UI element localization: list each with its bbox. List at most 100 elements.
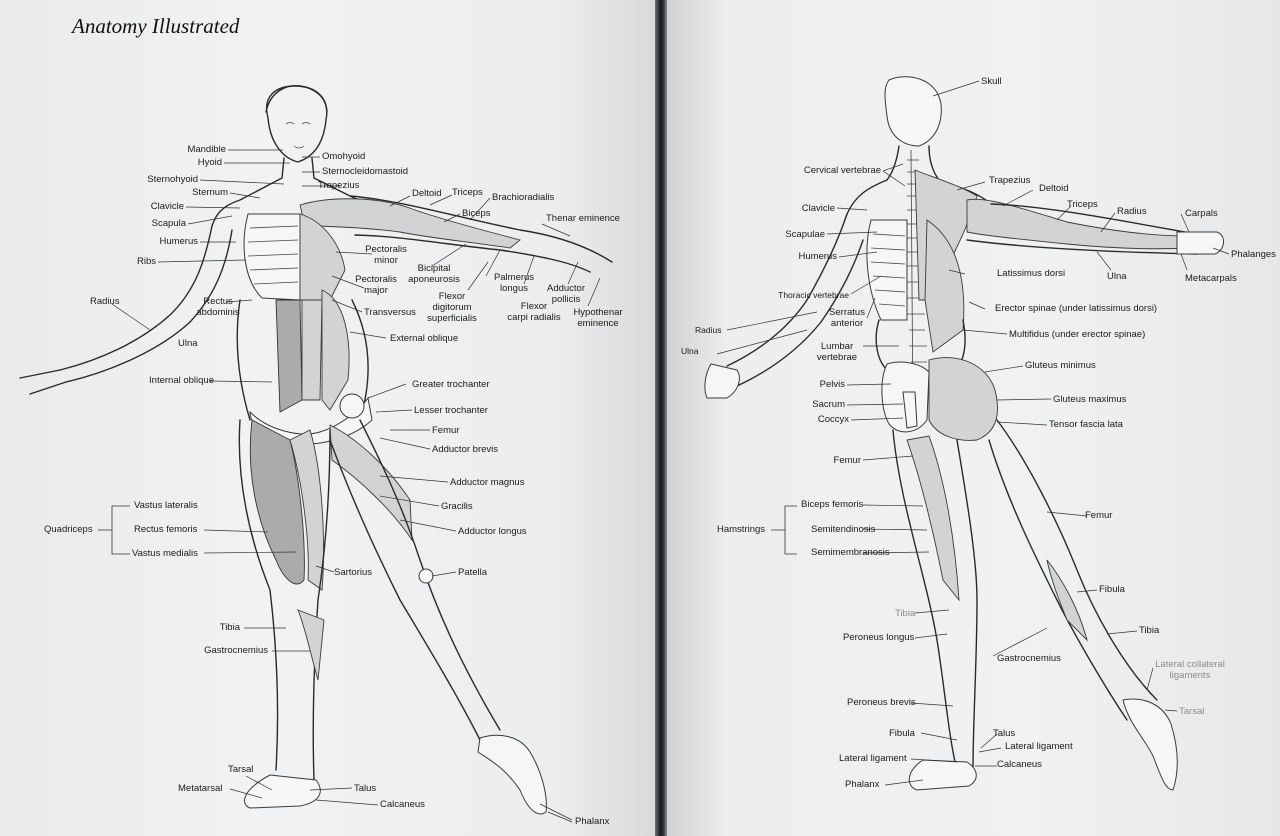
book-gutter (655, 0, 667, 836)
label-pelvis: Pelvis (819, 379, 845, 390)
label-fibula-back-2: Fibula (889, 728, 915, 739)
label-pectoralis-major-1: Pectoralis (355, 274, 397, 285)
label-semimembranosis: Semimembranosis (811, 547, 890, 558)
label-gastrocnemius-back: Gastrocnemius (997, 653, 1061, 664)
label-lumbar-2: vertebrae (816, 352, 858, 363)
label-humerus: Humerus (159, 236, 198, 247)
label-cervical-vertebrae: Cervical vertebrae (803, 165, 881, 176)
label-biceps: Biceps (462, 208, 491, 219)
label-rectus-femoris: Rectus femoris (134, 524, 198, 535)
label-internal-oblique: Internal oblique (149, 375, 214, 386)
label-tensor-fascia-lata: Tensor fascia lata (1049, 419, 1123, 430)
label-sacrum: Sacrum (812, 399, 845, 410)
label-tibia-back: Tibia (895, 608, 916, 619)
label-radius-back-2: Radius (695, 325, 722, 335)
label-phalanges: Phalanges (1231, 249, 1276, 260)
label-scapulae: Scapulae (785, 229, 825, 240)
label-clavicle: Clavicle (150, 201, 184, 212)
label-sartorius: Sartorius (334, 567, 373, 578)
label-scapula: Scapula (151, 218, 186, 229)
label-carpals: Carpals (1185, 208, 1218, 219)
label-erector-spinae: Erector spinae (under latissimus dorsi) (995, 303, 1158, 314)
label-bicipital: Bicipital (417, 263, 451, 274)
label-deltoid: Deltoid (412, 188, 442, 199)
label-vastus-lateralis: Vastus lateralis (134, 500, 198, 511)
label-aponeurosis: aponeurosis (408, 274, 460, 285)
label-talus: Talus (354, 783, 377, 794)
label-phalanx-back: Phalanx (845, 779, 880, 790)
right-page: Skull Cervical vertebrae Trapezius Delto… (667, 0, 1280, 836)
label-adductor-pollicis-2: pollicis (551, 294, 581, 305)
label-pectoralis-major-2: major (364, 285, 388, 296)
label-gracilis: Gracilis (441, 501, 473, 512)
label-femur-back-2: Femur (1085, 510, 1113, 521)
label-deltoid-back: Deltoid (1039, 183, 1069, 194)
label-rectus-abdominis-2: abdominis (196, 307, 240, 318)
label-biceps-femoris: Biceps femoris (801, 499, 864, 510)
label-gluteus-minimus: Gluteus minimus (1025, 360, 1096, 371)
label-lumbar-1: Lumbar (820, 341, 854, 352)
label-greater-trochanter: Greater trochanter (412, 379, 490, 390)
label-ulna-back: Ulna (1107, 271, 1127, 282)
label-lateral-ligament-1: Lateral ligament (839, 753, 907, 764)
label-clavicle-back: Clavicle (801, 203, 835, 214)
label-gluteus-maximus: Gluteus maximus (1053, 394, 1127, 405)
label-multifidus: Multifidus (under erector spinae) (1009, 329, 1146, 340)
label-humerus-back: Humerus (798, 251, 837, 262)
label-hyoid: Hyoid (197, 157, 222, 168)
label-fibula-back: Fibula (1099, 584, 1125, 595)
label-rectus-abdominis-1: Rectus (203, 296, 233, 307)
label-omohyoid: Omohyoid (322, 151, 366, 162)
label-ulna-back-2: Ulna (681, 346, 699, 356)
label-external-oblique: External oblique (390, 333, 459, 344)
label-radius-back: Radius (1117, 206, 1147, 217)
label-thenar-eminence: Thenar eminence (546, 213, 620, 224)
label-pectoralis-minor-1: Pectoralis (365, 244, 407, 255)
label-latissimus-dorsi: Latissimus dorsi (997, 268, 1066, 279)
label-radius: Radius (90, 296, 120, 307)
label-flexor-carpi-1: Flexor (520, 301, 548, 312)
label-calcaneus: Calcaneus (380, 799, 425, 810)
label-metacarpals: Metacarpals (1185, 273, 1237, 284)
label-talus-back: Talus (993, 728, 1016, 739)
label-mandible: Mandible (187, 144, 226, 155)
label-triceps: Triceps (452, 187, 483, 198)
label-ulna: Ulna (178, 338, 198, 349)
label-trapezius-back: Trapezius (989, 175, 1031, 186)
label-sternum: Sternum (192, 187, 228, 198)
front-figure-illustration (19, 85, 613, 823)
label-flexor-digitorum-2: digitorum (432, 302, 472, 313)
label-gastrocnemius: Gastrocnemius (204, 645, 268, 656)
label-hypothenar-1: Hypothenar (573, 307, 623, 318)
label-coccyx: Coccyx (817, 414, 849, 425)
label-trapezius: Trapezius (318, 180, 360, 191)
label-peroneus-longus: Peroneus longus (843, 632, 915, 643)
label-serratus-2: anterior (830, 318, 864, 329)
label-adductor-longus: Adductor longus (458, 526, 527, 537)
label-hypothenar-2: eminence (577, 318, 619, 329)
label-adductor-brevis: Adductor brevis (432, 444, 499, 455)
left-page: Anatomy Illustrated (0, 0, 655, 836)
label-hamstrings: Hamstrings (717, 524, 766, 535)
label-quadriceps: Quadriceps (44, 524, 93, 535)
label-sternocleidomastoid: Sternocleidomastoid (322, 166, 409, 177)
front-leader-lines (98, 149, 601, 823)
label-lateral-collateral-2: ligaments (1169, 670, 1211, 681)
label-peroneus-brevis: Peroneus brevis (847, 697, 916, 708)
label-serratus-1: Serratus (829, 307, 865, 318)
label-flexor-digitorum-3: superficialis (427, 313, 477, 324)
label-triceps-back: Triceps (1067, 199, 1098, 210)
label-palmerus-1: Palmerus (493, 272, 535, 283)
label-lateral-collateral-1: Lateral collateral (1155, 659, 1225, 670)
label-metatarsal: Metatarsal (178, 783, 223, 794)
label-lesser-trochanter: Lesser trochanter (414, 405, 488, 416)
label-flexor-digitorum-1: Flexor (438, 291, 466, 302)
label-brachioradialis: Brachioradialis (492, 192, 555, 203)
back-leader-lines (716, 80, 1230, 786)
label-adductor-pollicis-1: Adductor (546, 283, 586, 294)
label-sternohyoid: Sternohyoid (147, 174, 198, 185)
label-vastus-medialis: Vastus medialis (132, 548, 198, 559)
label-femur: Femur (432, 425, 460, 436)
label-patella: Patella (458, 567, 488, 578)
label-phalanx: Phalanx (575, 816, 610, 827)
